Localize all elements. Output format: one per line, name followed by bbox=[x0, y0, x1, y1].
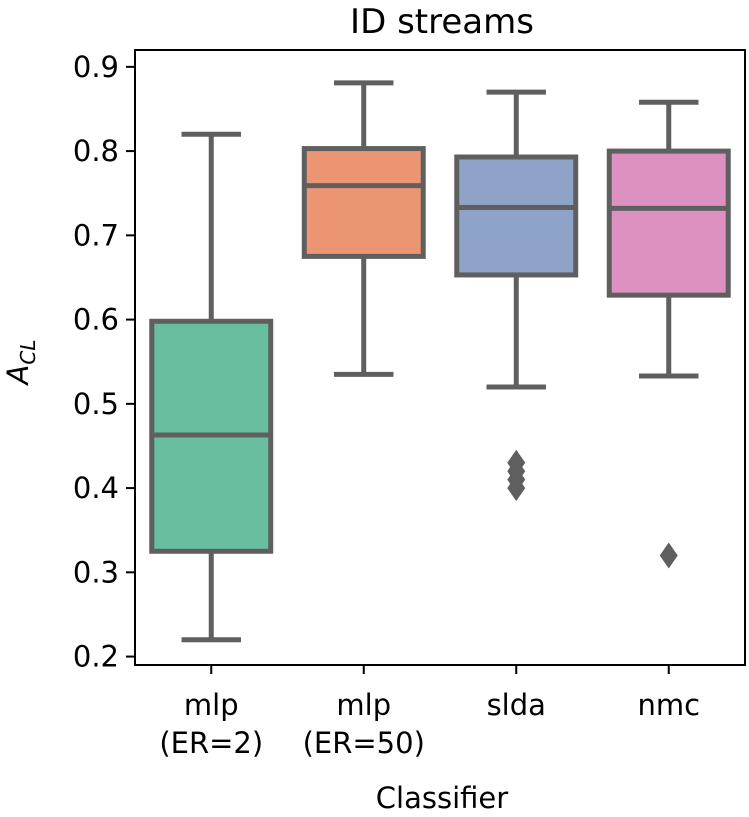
outlier-point bbox=[659, 542, 678, 569]
box-iqr bbox=[454, 154, 579, 278]
y-axis-label-main: A bbox=[1, 365, 35, 387]
y-tick-label: 0.8 bbox=[73, 134, 119, 168]
y-axis-label: ACL bbox=[1, 340, 40, 387]
x-tick-label: (ER=50) bbox=[303, 726, 425, 760]
plot-area bbox=[149, 80, 731, 643]
x-tick-label: mlp bbox=[336, 688, 391, 722]
y-tick-label: 0.6 bbox=[73, 303, 119, 337]
box-group bbox=[301, 80, 426, 377]
x-tick-label: slda bbox=[487, 688, 546, 722]
box-group bbox=[454, 89, 579, 502]
box-iqr bbox=[301, 146, 426, 259]
box-group bbox=[149, 131, 274, 643]
chart-title: ID streams bbox=[350, 2, 534, 42]
outlier-point bbox=[507, 475, 526, 502]
y-tick-label: 0.9 bbox=[73, 50, 119, 84]
y-tick-label: 0.2 bbox=[73, 640, 119, 674]
y-axis-label-subscript: CL bbox=[16, 340, 40, 365]
x-tick-label: mlp bbox=[184, 688, 239, 722]
y-tick-label: 0.3 bbox=[73, 555, 119, 589]
axes: mlp (ER=2) mlp (ER=50) slda nmc 0.2 0.3 0.4 0.5 0.… bbox=[73, 49, 746, 760]
box-iqr bbox=[606, 148, 731, 298]
x-axis-label: Classifier bbox=[376, 781, 508, 815]
y-tick-label: 0.4 bbox=[73, 471, 119, 505]
y-tick-label: 0.7 bbox=[73, 218, 119, 252]
x-tick-label: nmc bbox=[637, 688, 700, 722]
x-tick-label: (ER=2) bbox=[159, 726, 263, 760]
box-group bbox=[606, 99, 731, 569]
plot-frame bbox=[134, 49, 746, 666]
y-tick-label: 0.5 bbox=[73, 387, 119, 421]
